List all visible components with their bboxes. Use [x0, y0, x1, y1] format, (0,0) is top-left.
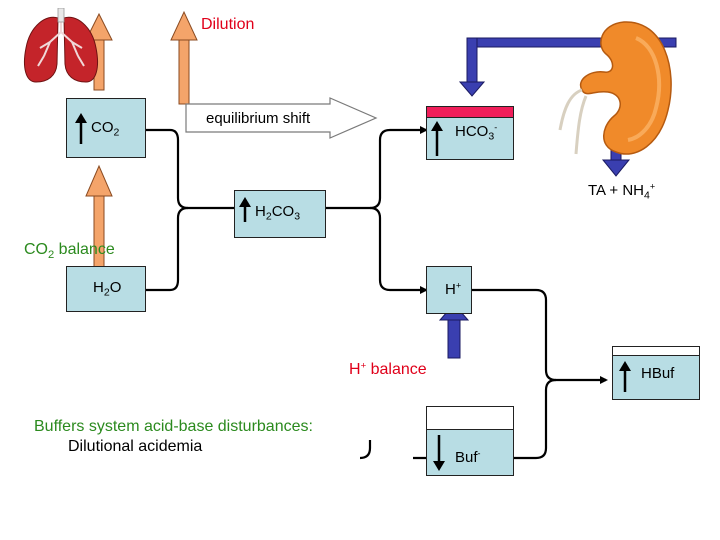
buffers-title: Buffers system acid-base disturbances: [34, 418, 313, 435]
h-plus-box: H+ [426, 266, 472, 314]
h2o-box: H2O [66, 266, 146, 312]
hbuf-box: HBuf [612, 346, 700, 400]
hco3-up-arrow-icon [431, 121, 443, 156]
buffers-subtitle: Dilutional acidemia [68, 438, 203, 455]
buf-label: Buf- [455, 448, 481, 466]
co2-up-arrow-icon [75, 113, 87, 144]
co2-label: CO2 [91, 119, 120, 139]
h-balance-label: H+ balance [349, 360, 427, 378]
hco3-top-band [427, 107, 513, 118]
buf-box: Buf- [426, 406, 514, 476]
h-plus-label: H+ [445, 280, 462, 298]
hbuf-label: HBuf [641, 365, 675, 382]
orange-arrow-from-water [85, 164, 113, 277]
h2o-label: H2O [93, 279, 122, 299]
equilibrium-shift-label: equilibrium shift [206, 110, 311, 127]
co2-box: CO2 [66, 98, 146, 158]
dilution-title: Dilution [201, 16, 255, 33]
orange-arrow-dilution [170, 10, 198, 105]
hbuf-top-band [613, 347, 699, 356]
co2-balance-label: CO2 balance [24, 241, 115, 261]
buf-top-band [427, 407, 513, 430]
h2co3-label: H2CO3 [255, 203, 301, 223]
ta-nh4-label: TA + NH4+ [588, 181, 656, 202]
h2co3-box: H2CO3 [234, 190, 326, 238]
reaction-lines [146, 126, 608, 460]
lungs-icon [23, 8, 99, 83]
kidney-icon [558, 21, 672, 155]
hco3-box: HCO3- [426, 106, 514, 160]
hbuf-up-arrow-icon [619, 361, 631, 392]
buf-down-arrow-icon [433, 435, 445, 471]
blue-arrow-kidney-to-hco3 [458, 37, 677, 97]
equilibrium-shift-arrow [185, 97, 378, 139]
h2co3-up-arrow-icon [239, 197, 251, 222]
hco3-label: HCO3- [455, 122, 498, 143]
